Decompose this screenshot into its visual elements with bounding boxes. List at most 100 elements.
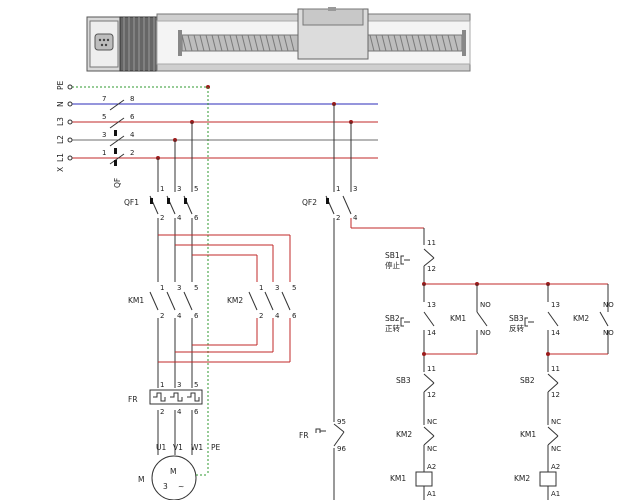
- rail-label-x: X: [56, 167, 65, 172]
- sb1-sub: 停止: [385, 260, 400, 270]
- qf1-label: QF1: [124, 198, 139, 207]
- rail-label-l1: L1: [56, 153, 65, 162]
- km1-main-pin-3: 3: [177, 284, 181, 292]
- km2-main-pin-3: 3: [275, 284, 279, 292]
- km2-main-pin-1: 1: [259, 284, 263, 292]
- km1-aux-no-top: NO: [480, 301, 491, 309]
- rail-label-l2: L2: [56, 135, 65, 144]
- km2-aux-no-top: NO: [603, 301, 614, 309]
- km1-aux-label: KM1: [450, 314, 466, 323]
- qf2-pin-3: 3: [353, 185, 357, 193]
- left-coil-label: KM1: [390, 474, 406, 483]
- qf-label: QF: [113, 178, 122, 188]
- sb1-pin-11: 11: [427, 239, 436, 247]
- fr-main-pin-2: 2: [160, 408, 164, 416]
- qf1-pin-4: 4: [177, 214, 182, 222]
- fr-thermal-relay: FR 1 3 5 2 4 6: [128, 381, 203, 416]
- qf2-pin-1: 1: [336, 185, 340, 193]
- qf1-pin-3: 3: [177, 185, 181, 193]
- km2-main-contacts: KM2 1 3 5 2 4 6: [227, 284, 297, 320]
- qf2-label: QF2: [302, 198, 317, 207]
- right-coil-a1: A1: [551, 490, 560, 498]
- left-km2-label: KM2: [396, 430, 412, 439]
- left-sb3-label: SB3: [396, 376, 411, 385]
- right-sb2-label: SB2: [520, 376, 535, 385]
- qf2-pin-4: 4: [353, 214, 358, 222]
- motor-inner: M: [170, 467, 176, 476]
- right-coil-label: KM2: [514, 474, 530, 483]
- km1-main-label: KM1: [128, 296, 144, 305]
- motor-term-v1: V1: [173, 443, 183, 452]
- km2-main-pin-6: 6: [292, 312, 297, 320]
- rail-label-pe: PE: [56, 80, 65, 90]
- fr-main-pin-3: 3: [177, 381, 181, 389]
- qf-breaker: 7 8 5 6 3 4 1 2 QF: [102, 95, 135, 188]
- km2-main-label: KM2: [227, 296, 243, 305]
- motor: U1 V1 W1 PE M M 3 ~: [138, 443, 221, 500]
- km1-main-pin-5: 5: [194, 284, 198, 292]
- km1-main-pin-6: 6: [194, 312, 199, 320]
- left-coil-a2: A2: [427, 463, 436, 471]
- motor-term-u1: U1: [156, 443, 166, 452]
- fr-aux-pin-96: 96: [337, 445, 346, 453]
- qf1-pin-1: 1: [160, 185, 164, 193]
- left-sb3-pin-12: 12: [427, 391, 436, 399]
- right-km1-nc-bottom: NC: [551, 445, 561, 453]
- qf1-pin-6: 6: [194, 214, 199, 222]
- km1-main-pin-4: 4: [177, 312, 182, 320]
- linear-actuator-ballscrew-icon: [86, 7, 471, 72]
- sb3-pin-14: 14: [551, 329, 560, 337]
- qf-pin-6: 6: [130, 113, 135, 121]
- qf-pin-4: 4: [130, 131, 135, 139]
- fr-main-pin-4: 4: [177, 408, 182, 416]
- km1-main-pin-2: 2: [160, 312, 164, 320]
- main-power-wiring: [157, 87, 291, 475]
- sb2-label: SB2: [385, 314, 400, 323]
- rail-label-n: N: [56, 101, 65, 107]
- qf-pin-1: 1: [102, 149, 106, 157]
- right-sb2-pin-12: 12: [551, 391, 560, 399]
- sb3-pin-13: 13: [551, 301, 560, 309]
- right-km1-label: KM1: [520, 430, 536, 439]
- qf-pin-8: 8: [130, 95, 134, 103]
- motor-phase: 3: [163, 482, 168, 491]
- fr-aux-label: FR: [299, 431, 309, 440]
- motor-term-w1: W1: [191, 443, 203, 452]
- left-coil-a1: A1: [427, 490, 436, 498]
- km2-aux-label: KM2: [573, 314, 589, 323]
- km2-aux-no-bottom: NO: [603, 329, 614, 337]
- km1-main-pin-1: 1: [160, 284, 164, 292]
- motor-label: M: [138, 475, 144, 484]
- sb3-sub: 反转: [509, 323, 524, 333]
- right-coil-a2: A2: [551, 463, 560, 471]
- sb1-label: SB1: [385, 251, 400, 260]
- control-circuit: QF2 1 3 2 4 FR 95 96 SB1 停止 11 12: [299, 104, 614, 500]
- sb2-pin-13: 13: [427, 301, 436, 309]
- fr-main-pin-5: 5: [194, 381, 198, 389]
- rail-label-l3: L3: [56, 117, 65, 126]
- motor-ac-symbol: ~: [178, 482, 184, 491]
- qf2-pin-2: 2: [336, 214, 340, 222]
- sb3-label: SB3: [509, 314, 524, 323]
- fr-main-pin-1: 1: [160, 381, 164, 389]
- power-rails: PE N L3 L2 L1 X: [56, 80, 378, 172]
- qf-pin-7: 7: [102, 95, 106, 103]
- sb1-pin-12: 12: [427, 265, 436, 273]
- km1-aux-no-bottom: NO: [480, 329, 491, 337]
- qf1-breaker: QF1 1 3 5 2 4 6: [124, 185, 199, 222]
- qf-pin-3: 3: [102, 131, 106, 139]
- qf-pin-5: 5: [102, 113, 106, 121]
- left-km2-nc-top: NC: [427, 418, 437, 426]
- km2-main-pin-4: 4: [275, 312, 280, 320]
- right-km1-nc-top: NC: [551, 418, 561, 426]
- left-sb3-pin-11: 11: [427, 365, 436, 373]
- km1-main-contacts: KM1 1 3 5 2 4 6: [128, 284, 199, 320]
- right-sb2-pin-11: 11: [551, 365, 560, 373]
- fr-main-pin-6: 6: [194, 408, 199, 416]
- km2-main-pin-2: 2: [259, 312, 263, 320]
- fr-aux-pin-95: 95: [337, 418, 346, 426]
- sb2-sub: 正转: [385, 323, 400, 333]
- qf1-pin-5: 5: [194, 185, 198, 193]
- sb2-pin-14: 14: [427, 329, 436, 337]
